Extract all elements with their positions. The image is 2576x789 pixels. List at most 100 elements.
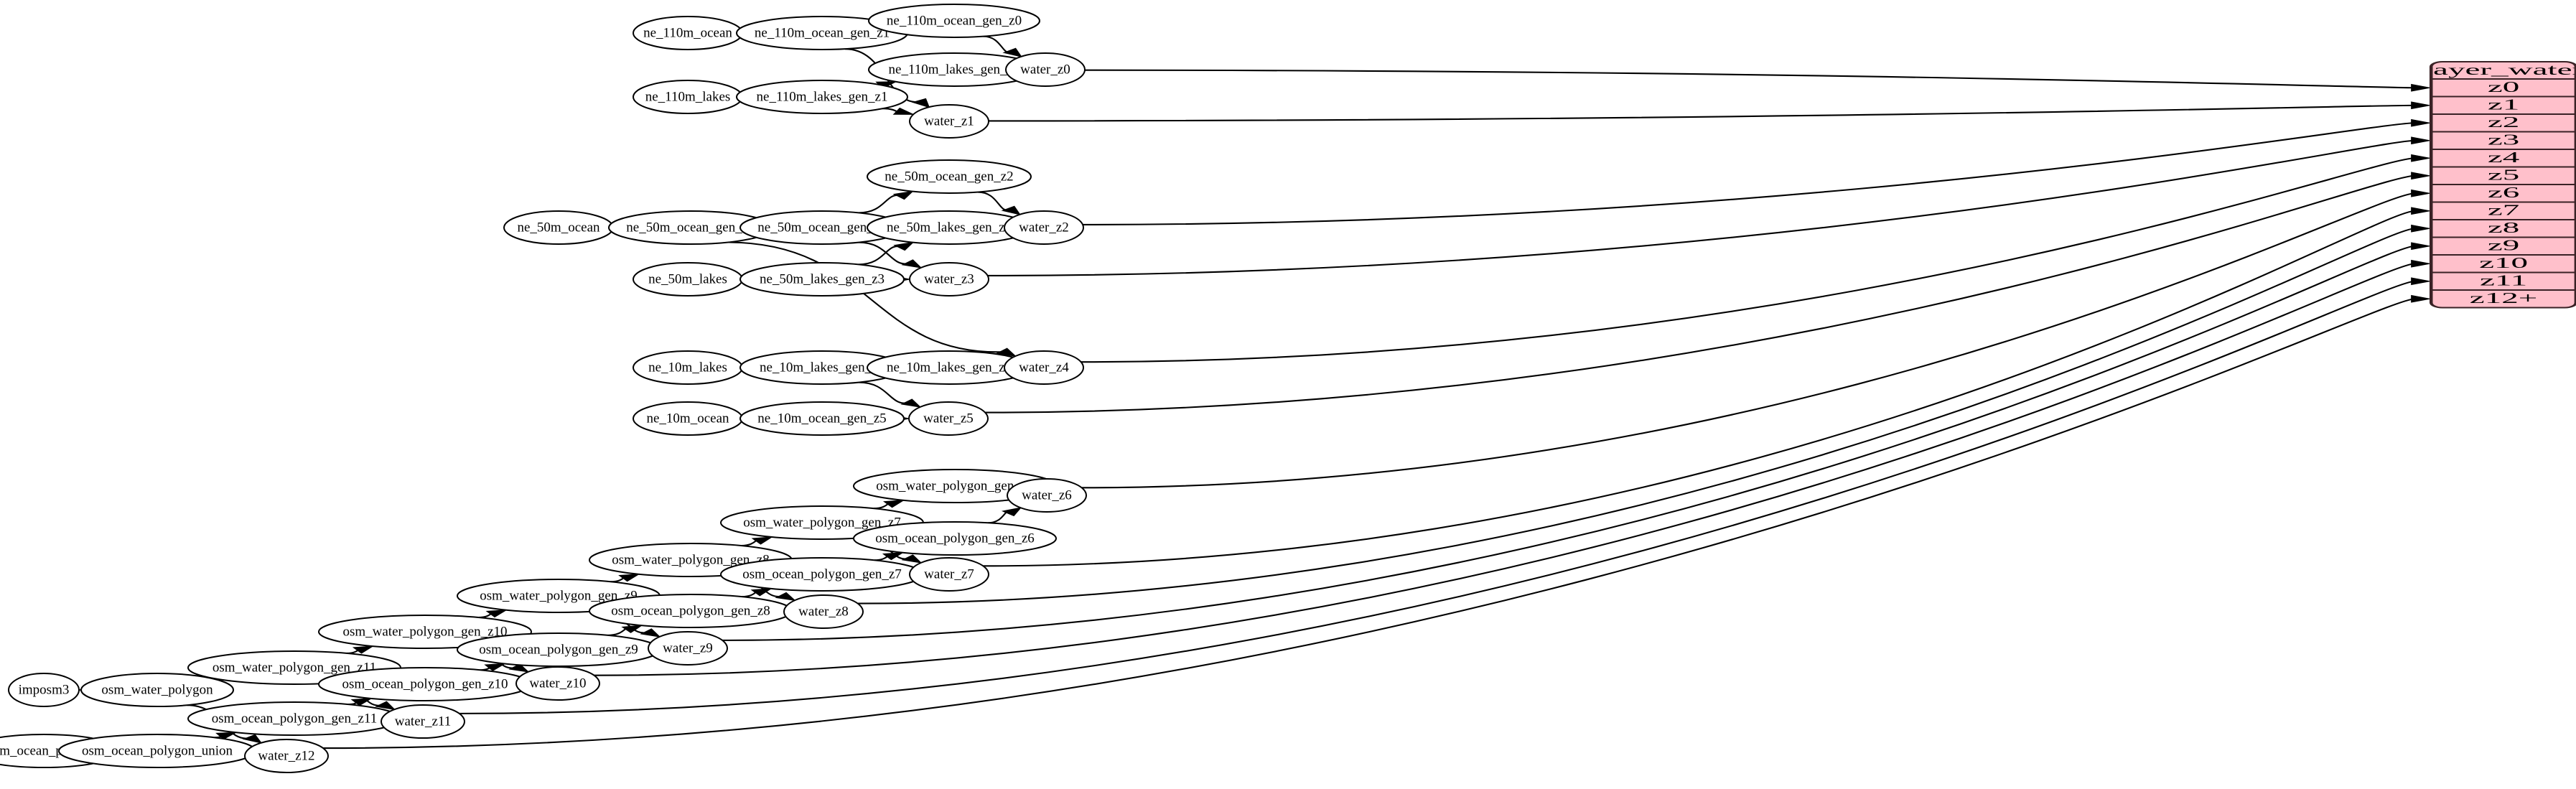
edge-arrowhead [995, 347, 1017, 358]
graph-node-ne_10m_ocean[interactable]: ne_10m_ocean [633, 402, 742, 435]
edge-arrowhead [2411, 118, 2432, 127]
node-shape [867, 160, 1031, 193]
edge-arrowhead [2411, 172, 2432, 180]
layer-water-row-label: z5 [2488, 167, 2519, 183]
graph-edge-water_z1-to-layer_water-z1 [989, 106, 2415, 121]
edge-arrowhead [2411, 207, 2432, 215]
graph-edge-water_z5-to-layer_water-z5 [985, 176, 2415, 413]
graph-node-water_z5[interactable]: water_z5 [909, 402, 988, 435]
graph-node-osm_ocean_polygon_gen_z9[interactable]: osm_ocean_polygon_gen_z9 [457, 633, 660, 666]
graph-edge-water_z2-to-layer_water-z2 [1083, 123, 2415, 225]
graph-node-osm_water_polygon_gen_z6[interactable]: osm_water_polygon_gen_z6 [854, 470, 1056, 503]
node-label: osm_ocean_polygon_gen_z10 [342, 676, 508, 691]
layer-water-row-label: z10 [2479, 255, 2528, 271]
node-label: osm_water_polygon_gen_z8 [612, 552, 770, 567]
graph-node-water_z11[interactable]: water_z11 [381, 705, 465, 738]
node-label: water_z0 [1020, 62, 1070, 77]
graph-node-water_z9[interactable]: water_z9 [648, 632, 727, 665]
node-label: water_z10 [529, 676, 586, 691]
layer-water-row-label: z1 [2488, 96, 2519, 113]
node-label: water_z12 [258, 748, 314, 763]
graph-node-ne_10m_ocean_gen_z5[interactable]: ne_10m_ocean_gen_z5 [740, 402, 904, 435]
graph-node-ne_10m_lakes_gen_z4[interactable]: ne_10m_lakes_gen_z4 [867, 351, 1031, 384]
layer-water-row-label: z3 [2488, 131, 2519, 148]
node-label: osm_ocean_polygon_gen_z6 [875, 531, 1035, 546]
node-label: water_z11 [395, 714, 451, 729]
graph-node-water_z0[interactable]: water_z0 [1006, 53, 1085, 86]
node-label: osm_ocean_polygon_gen_z7 [742, 566, 902, 582]
node-label: water_z1 [924, 113, 974, 129]
graph-node-osm_ocean_polygon_gen_z8[interactable]: osm_ocean_polygon_gen_z8 [589, 594, 792, 627]
graph-node-osm_ocean_polygon_gen_z6[interactable]: osm_ocean_polygon_gen_z6 [854, 522, 1056, 555]
layer-water-row-label: z6 [2488, 185, 2519, 201]
node-shape [910, 105, 989, 138]
graph-node-water_z3[interactable]: water_z3 [910, 263, 989, 296]
node-label: ne_50m_ocean_gen_z4 [626, 220, 755, 235]
graph-node-ne_110m_lakes_gen_z1[interactable]: ne_110m_lakes_gen_z1 [737, 80, 907, 113]
node-shape [737, 80, 907, 113]
graph-node-osm_water_polygon[interactable]: osm_water_polygon [81, 673, 233, 706]
graph-node-ne_50m_lakes[interactable]: ne_50m_lakes [633, 263, 742, 296]
graph-node-water_z4[interactable]: water_z4 [1004, 351, 1083, 384]
graph-node-ne_10m_lakes[interactable]: ne_10m_lakes [633, 351, 742, 384]
graph-edge-ne_50m_ocean_gen_z4-to-water_z4 [728, 242, 1004, 352]
layer-water-table: layer_waterz0z1z2z3z4z5z6z7z8z9z10z11z12… [2424, 61, 2576, 309]
graph-node-ne_110m_lakes[interactable]: ne_110m_lakes [633, 80, 742, 113]
layer-water-row-z12plus[interactable] [2431, 289, 2576, 308]
graph-node-ne_110m_ocean_gen_z0[interactable]: ne_110m_ocean_gen_z0 [869, 4, 1040, 37]
layer-water-row-z11[interactable] [2431, 271, 2576, 291]
graph-node-ne_50m_lakes_gen_z3[interactable]: ne_50m_lakes_gen_z3 [740, 263, 904, 296]
graph-node-osm_ocean_polygon_gen_z11[interactable]: osm_ocean_polygon_gen_z11 [188, 702, 401, 735]
layer-water-row-z10[interactable] [2431, 254, 2576, 274]
graph-node-ne_50m_ocean_gen_z3[interactable]: ne_50m_ocean_gen_z3 [740, 211, 904, 244]
layer-water-row-label: z9 [2488, 237, 2519, 253]
edge-arrowhead [640, 628, 661, 638]
graph-node-ne_50m_ocean_gen_z2[interactable]: ne_50m_ocean_gen_z2 [867, 160, 1031, 193]
edge-arrowhead [900, 398, 922, 408]
node-shape [81, 673, 233, 706]
node-label: osm_water_polygon_gen_z10 [342, 624, 507, 639]
graph-edge-water_z9-to-layer_water-z9 [722, 246, 2415, 640]
node-label: water_z3 [924, 271, 974, 286]
layer-water-title: layer_water [2424, 61, 2576, 78]
graph-edge-ne_50m_ocean_gen_z2-to-water_z2 [978, 192, 1010, 210]
node-label: osm_water_polygon_gen_z9 [480, 588, 638, 603]
graph-node-water_z8[interactable]: water_z8 [784, 595, 863, 628]
node-label: ne_50m_ocean_gen_z2 [885, 169, 1013, 184]
graph-node-osm_ocean_polygon_gen_z7[interactable]: osm_ocean_polygon_gen_z7 [721, 558, 923, 591]
layer-water-row-label: z2 [2488, 114, 2519, 131]
graph-node-water_z6[interactable]: water_z6 [1007, 479, 1086, 512]
graph-edge-water_z3-to-layer_water-z3 [988, 141, 2415, 276]
graph-edge-water_z4-to-layer_water-z4 [1081, 158, 2415, 362]
edge-arrowhead [2411, 259, 2432, 268]
graph-node-water_z1[interactable]: water_z1 [910, 105, 989, 138]
edge-arrowhead [2411, 294, 2432, 303]
edge-arrowhead [892, 190, 914, 200]
layer-water-row-label: z4 [2488, 149, 2519, 166]
graph-edge-water_z11-to-layer_water-z11 [459, 281, 2415, 714]
node-shape [1004, 211, 1083, 244]
node-shape [1006, 53, 1085, 86]
node-label: ne_50m_lakes_gen_z2 [887, 220, 1012, 235]
graph-node-water_z2[interactable]: water_z2 [1004, 211, 1083, 244]
node-shape [381, 705, 465, 738]
node-label: ne_10m_lakes_gen_z5 [760, 360, 885, 375]
graph-node-imposm3[interactable]: imposm3 [9, 673, 79, 706]
graph-node-ne_50m_ocean[interactable]: ne_50m_ocean [504, 211, 613, 244]
graph-node-water_z7[interactable]: water_z7 [910, 558, 989, 591]
layer-water-row-z6[interactable] [2431, 184, 2576, 203]
edge-arrowhead [352, 645, 375, 654]
layer-water-row-z9[interactable] [2431, 236, 2576, 256]
graph-edge-water_z0-to-layer_water-z0 [1085, 70, 2415, 88]
edge-arrowhead [621, 625, 643, 633]
graph-node-ne_110m_ocean_gen_z1[interactable]: ne_110m_ocean_gen_z1 [737, 17, 907, 50]
graph-node-osm_ocean_polygon_gen_z10[interactable]: osm_ocean_polygon_gen_z10 [319, 668, 531, 701]
graph-node-water_z12[interactable]: water_z12 [245, 739, 328, 772]
node-label: ne_110m_ocean [643, 25, 732, 40]
edge-arrowhead [618, 574, 640, 582]
graph-node-ne_110m_ocean[interactable]: ne_110m_ocean [633, 17, 742, 50]
node-label: water_z7 [924, 566, 974, 582]
graph-node-water_z10[interactable]: water_z10 [516, 667, 599, 700]
graph-node-osm_ocean_polygon_union[interactable]: osm_ocean_polygon_union [59, 734, 256, 767]
node-label: osm_water_polygon_gen_z7 [743, 515, 901, 530]
